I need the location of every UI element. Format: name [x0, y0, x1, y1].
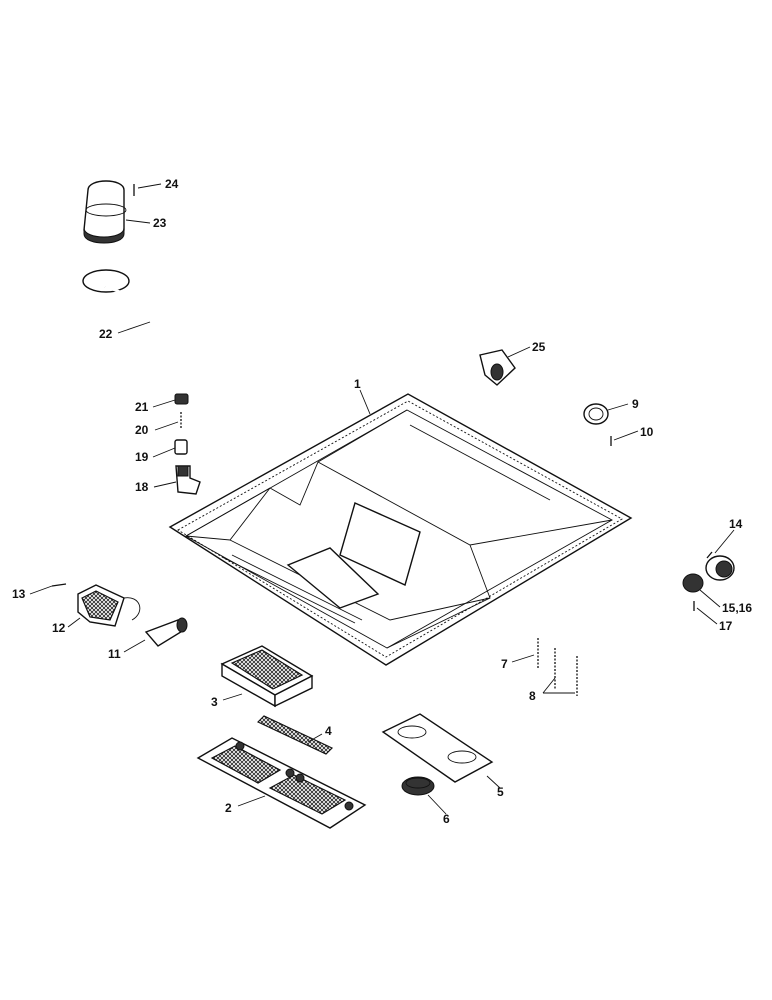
round-cap [401, 776, 435, 796]
bracket [479, 349, 516, 386]
vent-grille-panel [196, 737, 367, 829]
callout-4: 4 [325, 724, 332, 738]
rotating-beacon-assembly [82, 180, 201, 495]
studs [537, 638, 578, 696]
callout-2: 2 [225, 801, 232, 815]
callout-23: 23 [153, 216, 167, 230]
callout-21: 21 [135, 400, 149, 414]
air-filter-block [220, 645, 314, 708]
horn-cone [144, 617, 188, 647]
seal-strip [256, 715, 334, 755]
callout-17: 17 [719, 619, 733, 633]
leader-lines [29, 183, 735, 815]
mounting-plate [381, 713, 494, 783]
side-light-assembly [682, 551, 735, 611]
callout-19: 19 [135, 450, 149, 464]
callout-9: 9 [632, 397, 639, 411]
callout-labels: 1 2 3 4 5 6 7 8 9 10 11 12 13 14 15,16 1… [12, 177, 752, 826]
callout-11: 11 [108, 647, 121, 661]
callout-3: 3 [211, 695, 218, 709]
callout-1: 1 [354, 377, 361, 391]
callout-8: 8 [529, 689, 536, 703]
callout-5: 5 [497, 785, 504, 799]
callout-24: 24 [165, 177, 179, 191]
callout-7: 7 [501, 657, 508, 671]
callout-13: 13 [12, 587, 26, 601]
callout-20: 20 [135, 423, 149, 437]
callout-6: 6 [443, 812, 450, 826]
callout-15-16: 15,16 [722, 601, 752, 615]
work-light [51, 583, 141, 627]
callout-22: 22 [99, 327, 113, 341]
callout-18: 18 [135, 480, 149, 494]
callout-12: 12 [52, 621, 66, 635]
callout-14: 14 [729, 517, 743, 531]
callout-10: 10 [640, 425, 654, 439]
round-reflector [583, 403, 609, 425]
callout-25: 25 [532, 340, 546, 354]
canopy-roof-panel [168, 393, 633, 666]
